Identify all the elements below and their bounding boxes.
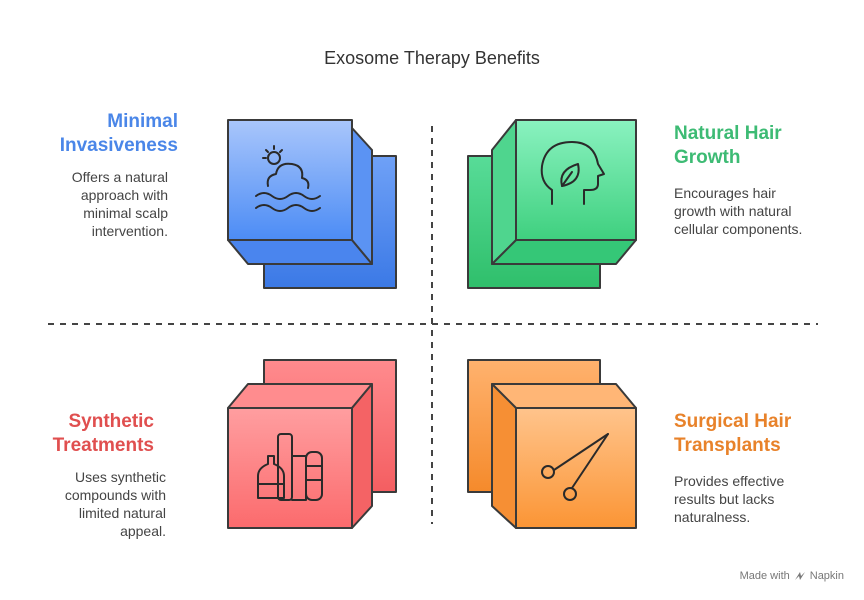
watermark-prefix: Made with (739, 570, 790, 582)
desc-minimal-invasiveness: Offers a natural approach with minimal s… (72, 168, 168, 240)
head-leaf-icon (540, 141, 605, 205)
desc-line: minimal scalp (83, 205, 168, 221)
heading-natural-hair-growth: Natural Hair Growth (674, 122, 782, 170)
desc-line: naturalness. (674, 509, 751, 525)
desc-line: growth with natural (674, 203, 792, 219)
desc-line: results but lacks (674, 491, 775, 507)
box-minimal-invasiveness (227, 119, 397, 289)
heading-line: Growth (674, 147, 741, 168)
heading-line: Natural Hair (674, 123, 782, 144)
box-synthetic-treatments (227, 359, 397, 529)
chemical-plant-icon (257, 433, 323, 501)
heading-line: Minimal (107, 111, 178, 132)
desc-line: compounds with (64, 487, 166, 503)
scissors-icon (541, 433, 609, 501)
desc-synthetic-treatments: Uses synthetic compounds with limited na… (65, 468, 166, 540)
heading-line: Treatments (52, 435, 154, 456)
desc-line: cellular components. (674, 221, 803, 237)
watermark-brand: Napkin (809, 570, 844, 582)
desc-line: Uses synthetic (74, 469, 166, 485)
desc-natural-hair-growth: Encourages hair growth with natural cell… (674, 184, 802, 238)
heading-line: Transplants (674, 435, 781, 456)
desc-line: Encourages hair (674, 185, 776, 201)
heading-synthetic-treatments: Synthetic Treatments (53, 410, 154, 458)
desc-line: approach with (80, 187, 168, 203)
heading-line: Synthetic (68, 411, 154, 432)
desc-line: Offers a natural (71, 169, 168, 185)
heading-surgical-hair-transplants: Surgical Hair Transplants (674, 410, 791, 458)
box-natural-hair-growth (467, 119, 637, 289)
desc-surgical-hair-transplants: Provides effective results but lacks nat… (674, 472, 784, 526)
heading-line: Surgical Hair (674, 411, 792, 432)
watermark: Made with Napkin (740, 570, 844, 582)
heading-line: Invasiveness (59, 135, 178, 156)
heading-minimal-invasiveness: Minimal Invasiveness (60, 110, 178, 158)
desc-line: appeal. (120, 523, 166, 539)
desc-line: Provides effective (674, 473, 785, 489)
sun-cloud-waves-icon (255, 145, 321, 212)
page-title: Exosome Therapy Benefits (324, 48, 540, 68)
box-surgical-hair-transplants (467, 359, 637, 529)
napkin-logo-icon (794, 572, 805, 580)
desc-line: intervention. (91, 223, 168, 239)
desc-line: limited natural (78, 505, 166, 521)
